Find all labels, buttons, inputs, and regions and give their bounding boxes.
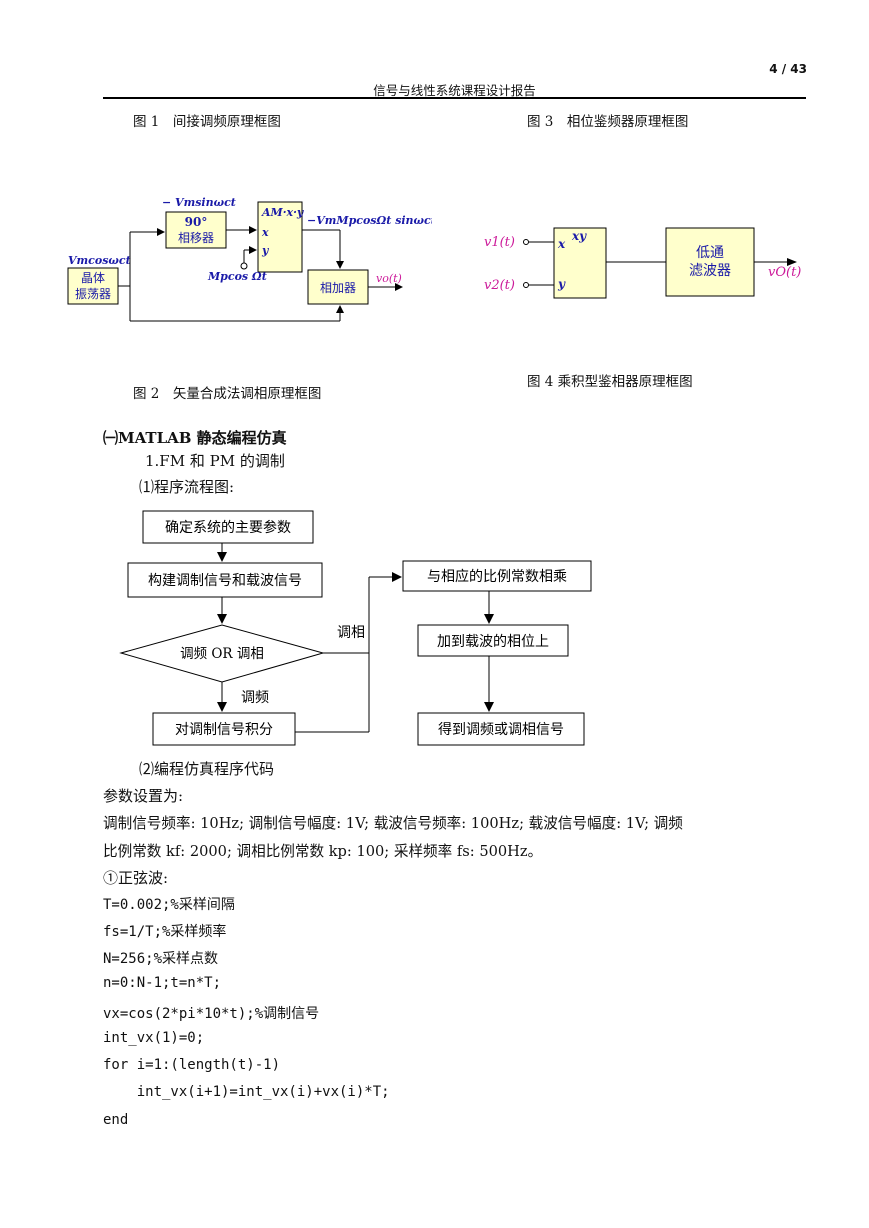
multiplier-box [257, 201, 303, 273]
crystal-label-bottom: 振荡器 [75, 287, 111, 301]
flow-box-multiply-label: 与相应的比例常数相乘 [427, 568, 567, 585]
multiplier-output-label: −VmMpcosΩt sinωct [307, 214, 432, 227]
subsection-title: 1.FM 和 PM 的调制 [145, 452, 285, 470]
header-title: 信号与线性系统课程设计报告 [373, 83, 536, 98]
code-line: N=256;%采样点数 [103, 951, 219, 967]
flow-box-add-phase [417, 624, 569, 657]
params-line-1: 调制信号频率: 10Hz; 调制信号幅度: 1V; 载波信号频率: 100Hz;… [103, 815, 683, 832]
phase-shifter-box [165, 211, 227, 249]
modulation-input-label: Mpcos Ωt [207, 270, 267, 283]
fig4-diagram: v1(t) v2(t) x y xy 低通 滤波器 vO(t) [484, 227, 801, 299]
code-line: for i=1:(length(t)-1) [103, 1057, 281, 1073]
code-line: int_vx(i+1)=int_vx(i)+vx(i)*T; [103, 1084, 390, 1100]
code-line: vx=cos(2*pi*10*t);%调制信号 [103, 1006, 320, 1022]
multiplier-label: AM·x·y [261, 206, 305, 219]
flow-box-integrate [152, 712, 296, 746]
multiplier-port-y: y [261, 244, 270, 257]
fig4-multiplier-box [553, 227, 607, 299]
shifter-label-bottom: 相移器 [178, 231, 214, 245]
caption-fig4: 图 4 乘积型鉴相器原理框图 [527, 374, 693, 390]
caption-fig2: 图 2 矢量合成法调相原理框图 [133, 386, 322, 402]
lowpass-filter-box [665, 227, 755, 297]
lpf-label-top: 低通 [696, 245, 724, 261]
lpf-label-bottom: 滤波器 [689, 263, 731, 279]
flowchart-title: ⑴程序流程图: [139, 478, 235, 496]
shifter-label-top: 90° [185, 215, 208, 229]
params-line-2: 比例常数 kf: 2000; 调相比例常数 kp: 100; 采样频率 fs: … [103, 843, 543, 860]
header-rule [103, 97, 806, 99]
code-line: T=0.002;%采样间隔 [103, 897, 235, 913]
flow-label-pm: 调相 [337, 625, 365, 641]
section-heading: ㈠MATLAB 静态编程仿真 [103, 429, 287, 447]
fig4-multiplier-label: xy [571, 229, 587, 243]
params-intro: 参数设置为: [103, 787, 184, 805]
output-label: vo(t) [376, 272, 402, 285]
flow-decision-label: 调频 OR 调相 [180, 646, 264, 662]
flow-box-signals [127, 562, 323, 598]
fig4-port-y: y [557, 277, 566, 291]
code-line: int_vx(1)=0; [103, 1030, 205, 1046]
flow-box-result [417, 712, 585, 746]
fig4-output-label: vO(t) [768, 265, 801, 280]
crystal-label-top: 晶体 [81, 271, 105, 285]
fig4-input1-label: v1(t) [484, 235, 515, 250]
adder-label: 相加器 [320, 281, 356, 295]
flow-box-signals-label: 构建调制信号和载波信号 [148, 573, 302, 589]
multiplier-port-x: x [261, 226, 269, 239]
code-title: ⑵编程仿真程序代码 [139, 760, 275, 778]
osc-signal-label: Vmcosωct [68, 254, 131, 267]
fig4-input2-label: v2(t) [484, 278, 515, 293]
flow-box-result-label: 得到调频或调相信号 [438, 721, 564, 738]
fig2-diagram: 晶体 振荡器 Vmcosωct 90° 相移器 − Vmsinωct AM·x·… [67, 196, 432, 322]
caption-fig3: 图 3 相位鉴频器原理框图 [527, 114, 689, 130]
flow-box-integrate-label: 对调制信号积分 [175, 722, 273, 738]
adder-box [307, 269, 369, 305]
shifter-output-label: − Vmsinωct [162, 196, 236, 209]
flowchart: 确定系统的主要参数 构建调制信号和载波信号 调频 OR 调相 调相 调频 对调制… [119, 510, 592, 746]
flow-box-add-phase-label: 加到载波的相位上 [437, 634, 549, 650]
caption-fig1: 图 1 间接调频原理框图 [133, 114, 281, 130]
code-line: fs=1/T;%采样频率 [103, 924, 227, 940]
code-line: n=0:N-1;t=n*T; [103, 975, 222, 991]
page-number: 4 / 43 [769, 62, 807, 76]
flow-box-multiply [402, 560, 592, 592]
fig4-port-x: x [557, 237, 566, 251]
flow-box-parameters [142, 510, 314, 544]
sine-title: ①正弦波: [103, 869, 169, 887]
flow-box-parameters-label: 确定系统的主要参数 [165, 519, 291, 536]
code-line: end [103, 1112, 129, 1128]
flow-label-fm: 调频 [241, 690, 269, 706]
